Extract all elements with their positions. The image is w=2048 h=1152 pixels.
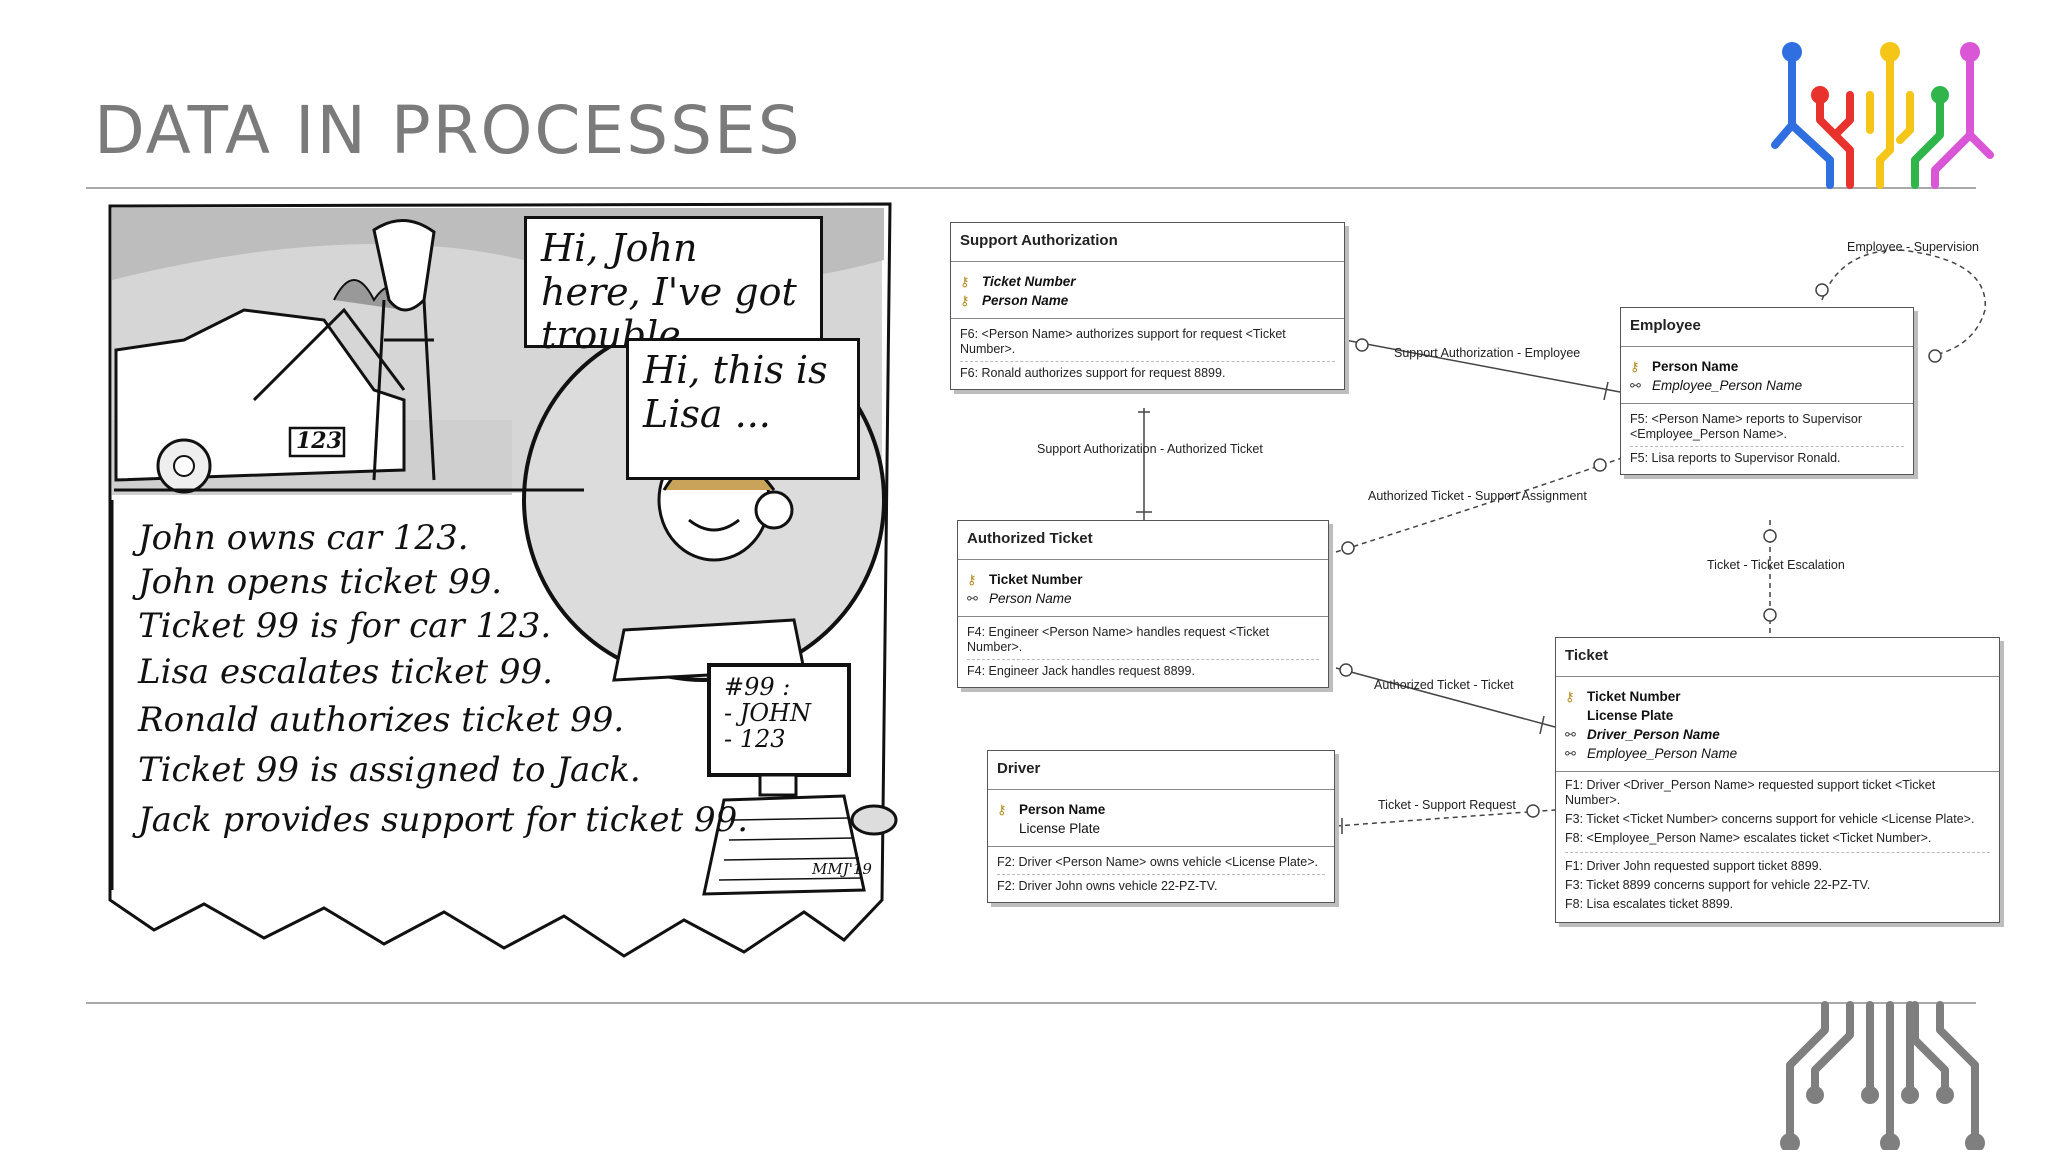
entity-facts: F1: Driver <Driver_Person Name> requeste… [1556, 772, 1999, 922]
attribute-label: Ticket Number [1587, 689, 1681, 704]
fact-line: F5: Lisa reports to Supervisor Ronald. [1630, 451, 1841, 465]
attribute-row: License Plate [1565, 706, 1990, 725]
entity-facts: F4: Engineer <Person Name> handles reque… [958, 617, 1328, 687]
attribute-label: Person Name [989, 591, 1072, 606]
attribute-label: Driver_Person Name [1587, 727, 1720, 742]
fact-line: F1: Driver John requested support ticket… [1565, 859, 1823, 873]
key-icon: ⚷ [1565, 688, 1575, 704]
attribute-label: License Plate [1587, 708, 1674, 723]
bottom-divider [86, 1002, 1976, 1004]
speech-bubble-john: Hi, John here, I've got trouble [524, 216, 823, 357]
attribute-row: License Plate [997, 819, 1325, 838]
entity-attributes: ⚷ Ticket Number License Plate ⚯ Driver_Per… [1556, 677, 1999, 772]
story-line: John opens ticket 99. [138, 562, 503, 602]
monitor-screen: #99 : - JOHN - 123 [724, 674, 811, 752]
story-line: Jack provides support for ticket 99. [138, 800, 749, 840]
rel-label-employee-supervision: Employee - Supervision [1847, 240, 1980, 254]
attribute-label: Person Name [1019, 802, 1106, 817]
key-fk-icon: ⚷ [960, 292, 970, 308]
story-line: Ticket 99 is assigned to Jack. [138, 750, 641, 790]
story-line: John owns car 123. [138, 518, 469, 558]
story-line: Ticket 99 is for car 123. [138, 606, 552, 646]
fact-line: F4: Engineer Jack handles request 8899. [967, 664, 1195, 678]
attribute-row: ⚯ Employee_Person Name [1565, 744, 1990, 763]
entity-facts: F6: <Person Name> authorizes support for… [951, 319, 1344, 389]
fact-line: F6: <Person Name> authorizes support for… [960, 323, 1335, 362]
screen-line: #99 : [724, 673, 791, 701]
top-divider [86, 187, 1976, 189]
screen-line: - JOHN [724, 699, 811, 727]
fact-line: F6: Ronald authorizes support for reques… [960, 366, 1226, 380]
entity-support-authorization[interactable]: Support Authorization ⚷ Ticket Number ⚷ Pe… [950, 222, 1345, 390]
license-plate: 123 [296, 428, 342, 454]
fact-line: F1: Driver <Driver_Person Name> requeste… [1565, 778, 1936, 807]
attribute-row: ⚯ Employee_Person Name [1630, 376, 1904, 395]
key-fk-icon: ⚷ [960, 273, 970, 289]
entity-title: Support Authorization [951, 223, 1344, 262]
entity-facts: F5: <Person Name> reports to Supervisor … [1621, 404, 1913, 474]
artist-signature: MMJ'19 [812, 860, 872, 878]
attribute-label: Ticket Number [982, 274, 1076, 289]
rel-label-support-auth-employee: Support Authorization - Employee [1394, 346, 1581, 360]
fk-icon: ⚯ [967, 590, 978, 606]
fact-line: F3: Ticket <Ticket Number> concerns supp… [1565, 812, 1975, 826]
rel-label-ticket-support-request: Ticket - Support Request [1378, 798, 1516, 812]
key-icon: ⚷ [967, 571, 977, 587]
entity-attributes: ⚷ Ticket Number ⚷ Person Name [951, 262, 1344, 319]
attribute-row: ⚷ Person Name [1630, 357, 1904, 376]
fact-line: F3: Ticket 8899 concerns support for veh… [1565, 878, 1871, 892]
rel-label-ticket-ticket-escalation: Ticket - Ticket Escalation [1707, 558, 1845, 572]
key-icon: ⚷ [1630, 358, 1640, 374]
key-icon: ⚷ [997, 801, 1007, 817]
fact-line: F5: <Person Name> reports to Supervisor … [1630, 408, 1904, 447]
gray-circuit-logo-icon [1780, 1001, 1985, 1150]
fact-line: F2: Driver <Person Name> owns vehicle <L… [997, 851, 1325, 875]
fact-line: F4: Engineer <Person Name> handles reque… [967, 621, 1319, 660]
entity-attributes: ⚷ Person Name License Plate [988, 790, 1334, 847]
entity-employee[interactable]: Employee ⚷ Person Name ⚯ Employee_Person N… [1620, 307, 1914, 475]
story-line: Lisa escalates ticket 99. [138, 652, 553, 692]
fact-line: F2: Driver John owns vehicle 22-PZ-TV. [997, 879, 1218, 893]
attribute-row: ⚷ Ticket Number [960, 272, 1335, 291]
attribute-row: ⚷ Ticket Number [1565, 687, 1990, 706]
attribute-label: Person Name [982, 293, 1069, 308]
attribute-row: ⚷ Ticket Number [967, 570, 1319, 589]
attribute-row: ⚯ Driver_Person Name [1565, 725, 1990, 744]
fk-icon: ⚯ [1565, 745, 1576, 761]
rel-label-support-auth-authorized-ticket: Support Authorization - Authorized Ticke… [1037, 442, 1263, 456]
entity-attributes: ⚷ Ticket Number ⚯ Person Name [958, 560, 1328, 617]
entity-driver[interactable]: Driver ⚷ Person Name License Plate F2: Dr… [987, 750, 1335, 903]
attribute-label: Employee_Person Name [1652, 378, 1803, 393]
rel-label-authorized-ticket-ticket: Authorized Ticket - Ticket [1374, 678, 1514, 692]
attribute-label: Person Name [1652, 359, 1739, 374]
slide-title: DATA IN PROCESSES [94, 92, 802, 169]
fact-line: F8: <Employee_Person Name> escalates tic… [1565, 829, 1990, 853]
screen-line: - 123 [724, 725, 786, 753]
attribute-label: Ticket Number [989, 572, 1083, 587]
entity-title: Ticket [1556, 638, 1999, 677]
colored-circuit-logo-icon [1771, 42, 1994, 189]
attribute-row: ⚯ Person Name [967, 589, 1319, 608]
entity-attributes: ⚷ Person Name ⚯ Employee_Person Name [1621, 347, 1913, 404]
entity-facts: F2: Driver <Person Name> owns vehicle <L… [988, 847, 1334, 902]
story-line: Ronald authorizes ticket 99. [138, 700, 625, 740]
attribute-row: ⚷ Person Name [960, 291, 1335, 310]
fact-line: F8: Lisa escalates ticket 8899. [1565, 897, 1734, 911]
attribute-row: ⚷ Person Name [997, 800, 1325, 819]
fk-icon: ⚯ [1630, 377, 1641, 393]
fk-icon: ⚯ [1565, 726, 1576, 742]
entity-title: Authorized Ticket [958, 521, 1328, 560]
attribute-label: Employee_Person Name [1587, 746, 1738, 761]
entity-title: Employee [1621, 308, 1913, 347]
speech-bubble-lisa: Hi, this is Lisa ... [626, 338, 860, 480]
rel-label-authorized-ticket-support-assignment: Authorized Ticket - Support Assignment [1368, 489, 1587, 503]
entity-title: Driver [988, 751, 1334, 790]
cartoon-panel: Hi, John here, I've got trouble Hi, this… [104, 200, 904, 960]
entity-authorized-ticket[interactable]: Authorized Ticket ⚷ Ticket Number ⚯ Person… [957, 520, 1329, 688]
entity-ticket[interactable]: Ticket ⚷ Ticket Number License Plate ⚯ Dri… [1555, 637, 2000, 923]
attribute-label: License Plate [1019, 821, 1101, 836]
